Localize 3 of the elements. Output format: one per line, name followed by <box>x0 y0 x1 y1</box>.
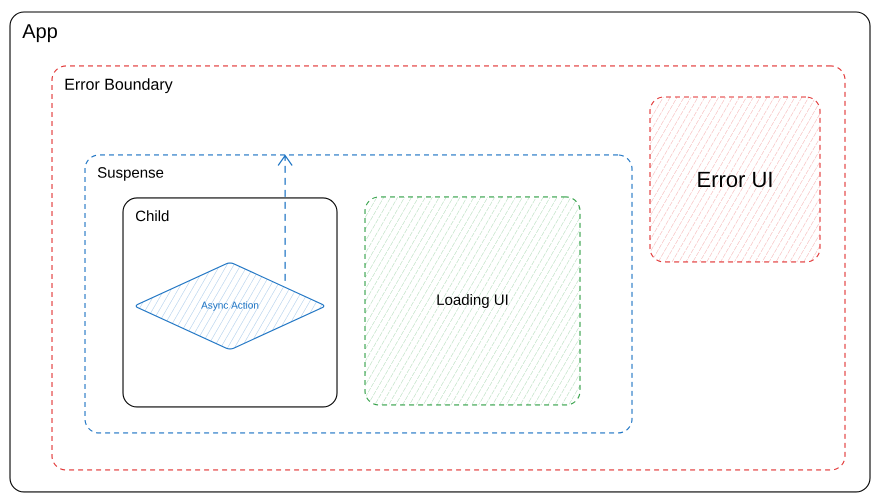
arrow <box>278 154 293 281</box>
error-box: Error UI <box>649 96 821 263</box>
fallback-box: Loading UI <box>364 196 581 406</box>
